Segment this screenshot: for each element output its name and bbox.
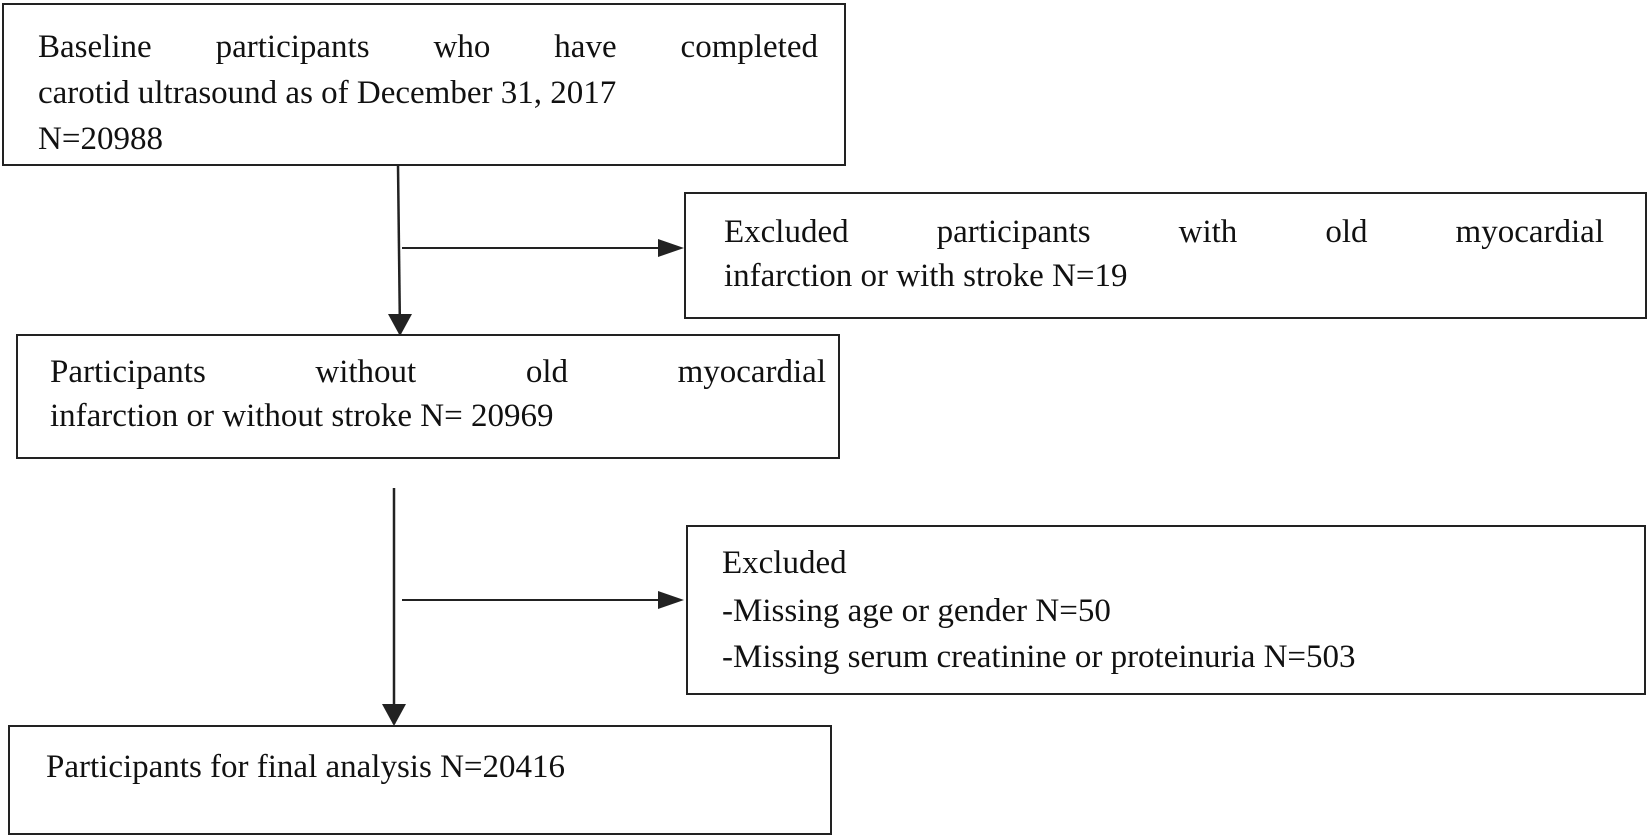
arrowhead-right-1 [658,239,684,257]
word: participants [936,214,1091,250]
excluded-2-item-age-gender: -Missing age or gender N=50 [722,593,1111,629]
excluded-missing-data-box: Excluded -Missing age or gender N=50 -Mi… [686,525,1646,695]
word: without [315,354,417,390]
excluded-mi-stroke-box: Excluded participants with old myocardia… [684,192,1647,319]
word: Participants [50,354,206,390]
arrowhead-right-2 [658,591,684,609]
arrow-down-1 [388,164,412,336]
baseline-line-1: Baseline participants who have completed [38,29,818,65]
excluded-2-title: Excluded [722,545,847,581]
word: Excluded [724,214,849,250]
baseline-line-2: carotid ultrasound as of December 31, 20… [38,75,617,111]
excluded-2-item-creatinine-proteinuria: -Missing serum creatinine or proteinuria… [722,639,1356,675]
final-analysis-box: Participants for final analysis N=20416 [8,725,832,835]
excluded-1-line-2: infarction or with stroke N=19 [724,258,1128,294]
excluded-1-line-1: Excluded participants with old myocardia… [724,210,1604,254]
word: old [525,354,568,390]
word: myocardial [677,354,826,390]
without-mi-line-2: infarction or without stroke N= 20969 [50,398,554,434]
word: old [1325,214,1368,250]
participants-without-mi-box: Participants without old myocardial infa… [16,334,840,459]
without-mi-line-1: Participants without old myocardial [50,350,826,394]
word: myocardial [1455,214,1604,250]
baseline-participants-box: Baseline participants who have completed… [2,3,846,166]
final-analysis-label: Participants for final analysis N=20416 [46,749,566,785]
baseline-count: N=20988 [38,121,163,157]
word: with [1178,214,1238,250]
